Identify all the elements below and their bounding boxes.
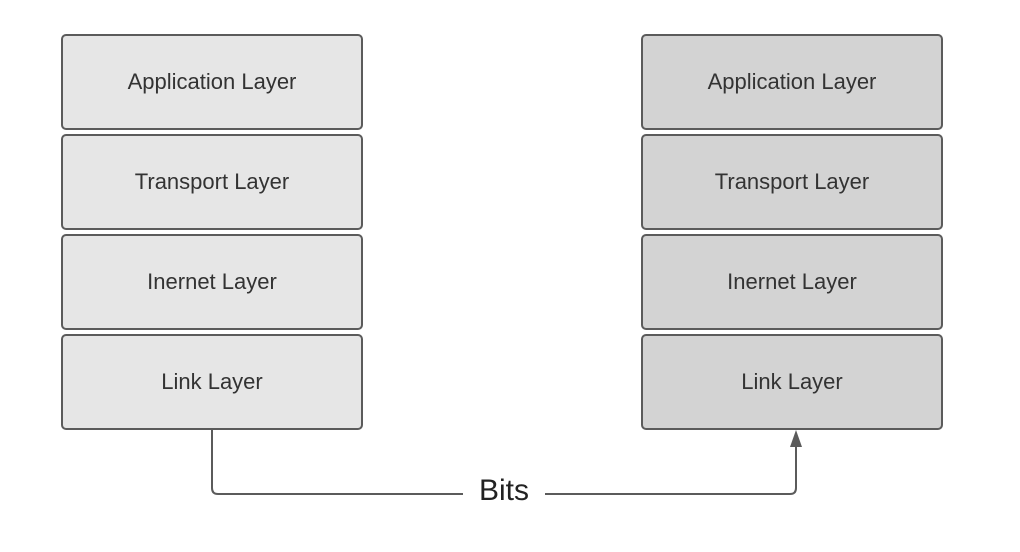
sender-application-layer: Application Layer bbox=[61, 34, 363, 130]
sender-link-layer: Link Layer bbox=[61, 334, 363, 430]
receiver-internet-layer: Inernet Layer bbox=[641, 234, 943, 330]
receiver-application-layer: Application Layer bbox=[641, 34, 943, 130]
arrow-head-icon bbox=[790, 430, 802, 447]
bits-label: Bits bbox=[463, 472, 545, 512]
sender-transport-layer: Transport Layer bbox=[61, 134, 363, 230]
receiver-link-layer: Link Layer bbox=[641, 334, 943, 430]
sender-internet-layer: Inernet Layer bbox=[61, 234, 363, 330]
sender-stack: Application Layer Transport Layer Inerne… bbox=[61, 34, 363, 434]
receiver-stack: Application Layer Transport Layer Inerne… bbox=[641, 34, 943, 434]
receiver-transport-layer: Transport Layer bbox=[641, 134, 943, 230]
